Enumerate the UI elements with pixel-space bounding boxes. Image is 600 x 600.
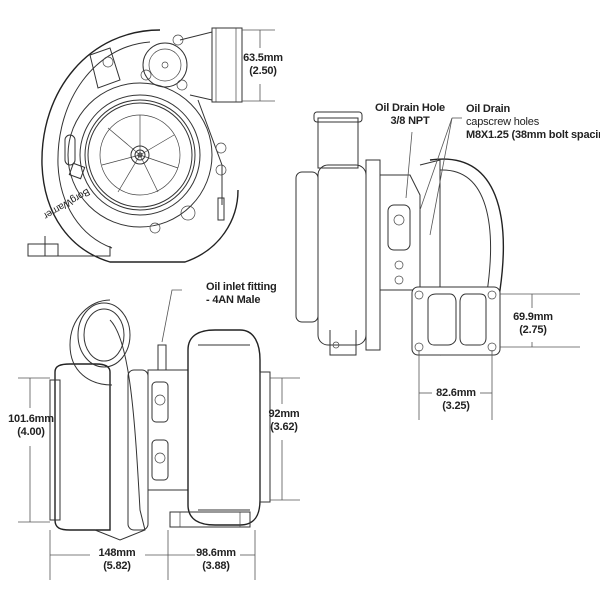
callout-line: Oil Drain Hole [375, 102, 445, 114]
callout-line: M8X1.25 (38mm bolt spacing) [466, 129, 600, 141]
callout-line: - 4AN Male [206, 294, 261, 306]
front-view-drawing [27, 27, 243, 263]
dim-label-69-9: 69.9mm (2.75) [508, 311, 558, 337]
side-view-drawing [295, 111, 504, 356]
dim-imperial: (3.88) [202, 560, 230, 572]
dim-101-6 [18, 377, 50, 523]
dim-imperial: (5.82) [103, 560, 131, 572]
dim-63-5 [242, 29, 275, 102]
dim-metric: 98.6mm [196, 547, 236, 559]
dim-label-63-5: 63.5mm (2.50) [240, 52, 286, 78]
callout-oil-drain-capscrew: Oil Drain capscrew holes M8X1.25 (38mm b… [466, 103, 600, 142]
dim-label-101-6: 101.6mm (4.00) [4, 413, 58, 439]
dim-69-9 [500, 293, 580, 348]
callout-line: Oil Drain [466, 103, 511, 115]
dim-92 [270, 377, 300, 501]
dim-imperial: (3.62) [270, 421, 298, 433]
dim-label-82-6: 82.6mm (3.25) [430, 387, 482, 413]
dim-imperial: (2.50) [249, 65, 277, 77]
top-view-drawing [49, 289, 271, 541]
dim-label-98-6: 98.6mm (3.88) [192, 547, 240, 573]
dim-82-6 [418, 350, 493, 420]
callout-oil-inlet-fitting: Oil inlet fitting - 4AN Male [206, 281, 277, 307]
dim-metric: 82.6mm [436, 387, 476, 399]
dim-imperial: (3.25) [442, 400, 470, 412]
dim-metric: 148mm [98, 547, 136, 559]
dim-imperial: (4.00) [17, 426, 45, 438]
dim-imperial: (2.75) [519, 324, 547, 336]
callout-oil-drain-hole: Oil Drain Hole 3/8 NPT [372, 102, 448, 128]
dim-metric: 101.6mm [8, 413, 54, 425]
dim-metric: 69.9mm [513, 311, 553, 323]
dim-metric: 92mm [268, 408, 300, 420]
dim-metric: 63.5mm [243, 52, 283, 64]
dim-148-98-6 [49, 530, 256, 580]
callout-line: 3/8 NPT [390, 115, 430, 127]
dim-label-148: 148mm (5.82) [92, 547, 142, 573]
dim-label-92: 92mm (3.62) [262, 408, 306, 434]
compressor-blades [101, 115, 179, 193]
callout-line: Oil inlet fitting [206, 281, 277, 293]
callout-line: capscrew holes [466, 116, 540, 128]
